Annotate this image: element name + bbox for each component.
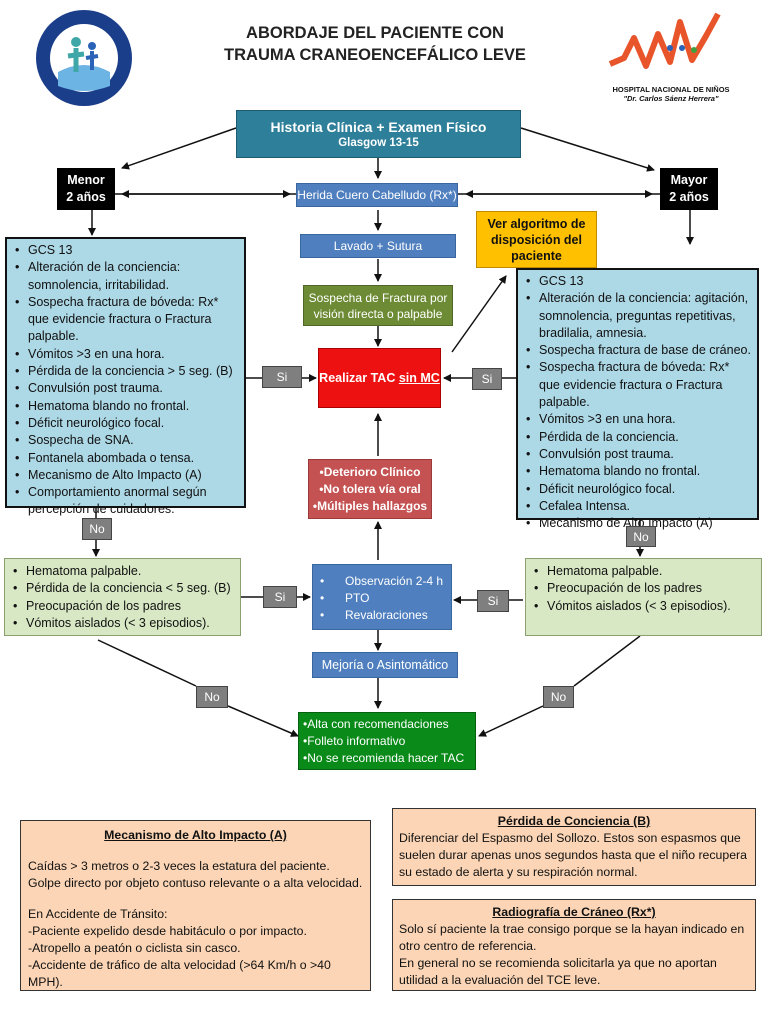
list-item: Hematoma blando no frontal. xyxy=(523,463,752,481)
note-skull-xray: Radiografía de Cráneo (Rx*) Solo sí paci… xyxy=(392,899,756,991)
right-high-risk-criteria: GCS 13 Alteración de la conciencia: agit… xyxy=(516,268,759,533)
observation-node: Observación 2-4 h PTO Revaloraciones xyxy=(312,564,452,630)
page-title: ABORDAJE DEL PACIENTE CON TRAUMA CRANEOE… xyxy=(224,24,526,64)
improvement-node: Mejoría o Asintomático xyxy=(312,652,458,678)
list-item: Vómitos >3 en una hora. xyxy=(523,411,752,429)
list-item: Convulsión post trauma. xyxy=(12,380,239,398)
deterioration-node: •Deterioro Clínico •No tolera vía oral •… xyxy=(308,459,432,519)
no-label-bottom-right: No xyxy=(543,686,574,708)
hospital-name: HOSPITAL NACIONAL DE NIÑOS xyxy=(612,85,730,94)
note-skull-xray-title: Radiografía de Cráneo (Rx*) xyxy=(492,905,656,919)
see-algorithm-node: Ver algoritmo de disposición del pacient… xyxy=(476,211,597,268)
list-item: GCS 13 xyxy=(523,273,752,291)
list-item: Sospecha fractura de base de cráneo. xyxy=(523,342,752,360)
yes-label-left-ct: Si xyxy=(262,366,302,388)
list-item: Déficit neurológico focal. xyxy=(523,481,752,499)
note-high-impact: Mecanismo de Alto Impacto (A) Caídas > 3… xyxy=(20,820,371,991)
list-item: Revaloraciones xyxy=(317,607,447,624)
left-high-risk-criteria: GCS 13 Alteración de la conciencia: somn… xyxy=(5,237,246,516)
trauma-unit-logo xyxy=(34,8,134,108)
list-item: Vómitos aislados (< 3 episodios). xyxy=(531,598,756,616)
list-item: Sospecha de SNA. xyxy=(12,432,239,450)
no-label-left-high: No xyxy=(82,518,112,540)
childrens-hospital-logo: HOSPITAL NACIONAL DE NIÑOS "Dr. Carlos S… xyxy=(606,8,736,114)
note-loss-consciousness-title: Pérdida de Conciencia (B) xyxy=(497,814,651,828)
list-item: Hematoma palpable. xyxy=(10,563,235,581)
note-high-impact-title: Mecanismo de Alto Impacto (A) xyxy=(104,828,287,842)
left-mid-risk-criteria: Hematoma palpable. Pérdida de la concien… xyxy=(4,558,241,636)
list-item: Sospecha fractura de bóveda: Rx* que evi… xyxy=(12,294,239,346)
wash-suture-node: Lavado + Sutura xyxy=(300,234,456,258)
hospital-wave-icon xyxy=(608,12,721,69)
list-item: GCS 13 xyxy=(12,242,239,260)
list-item: Vómitos >3 en una hora. xyxy=(12,346,239,364)
scalp-wound-node: Herida Cuero Cabelludo (Rx*) xyxy=(296,183,458,207)
suspect-fracture-node: Sospecha de Fractura por visión directa … xyxy=(303,285,453,326)
list-item: Mecanismo de Alto Impacto (A) xyxy=(12,467,239,485)
hospital-subname: "Dr. Carlos Sáenz Herrera" xyxy=(623,94,719,103)
list-item: Pérdida de la conciencia < 5 seg. (B) xyxy=(10,580,235,598)
no-label-right-high: No xyxy=(626,526,656,547)
list-item: Alteración de la conciencia: agitación, … xyxy=(523,290,752,342)
list-item: Convulsión post trauma. xyxy=(523,446,752,464)
right-mid-risk-criteria: Hematoma palpable. Preocupación de los p… xyxy=(525,558,762,636)
list-item: Fontanela abombada o tensa. xyxy=(12,450,239,468)
discharge-node: •Alta con recomendaciones •Folleto infor… xyxy=(298,712,476,770)
list-item: Pérdida de la conciencia > 5 seg. (B) xyxy=(12,363,239,381)
list-item: Mecanismo de Alto Impacto (A) xyxy=(523,515,752,533)
list-item: Hematoma palpable. xyxy=(531,563,756,581)
list-item: Déficit neurológico focal. xyxy=(12,415,239,433)
yes-label-right-obs: Si xyxy=(477,590,509,612)
list-item: Alteración de la conciencia: somnolencia… xyxy=(12,259,239,294)
list-item: Hematoma blando no frontal. xyxy=(12,398,239,416)
list-item: Sospecha fractura de bóveda: Rx* que evi… xyxy=(523,359,752,411)
list-item: PTO xyxy=(317,590,447,607)
list-item: Vómitos aislados (< 3 episodios). xyxy=(10,615,235,633)
ct-scan-node: Realizar TAC sin MC xyxy=(318,348,441,408)
list-item: Comportamiento anormal según percepción … xyxy=(12,484,239,519)
yes-label-right-ct: Si xyxy=(472,368,502,390)
no-label-bottom-left: No xyxy=(196,686,228,708)
list-item: Cefalea Intensa. xyxy=(523,498,752,516)
yes-label-left-obs: Si xyxy=(263,586,297,608)
note-loss-consciousness: Pérdida de Conciencia (B) Diferenciar de… xyxy=(392,808,756,886)
list-item: Pérdida de la conciencia. xyxy=(523,429,752,447)
history-exam-node: Historia Clínica + Examen Físico Glasgow… xyxy=(236,110,521,158)
list-item: Preocupación de los padres xyxy=(10,598,235,616)
list-item: Observación 2-4 h xyxy=(317,573,447,590)
list-item: Preocupación de los padres xyxy=(531,580,756,598)
